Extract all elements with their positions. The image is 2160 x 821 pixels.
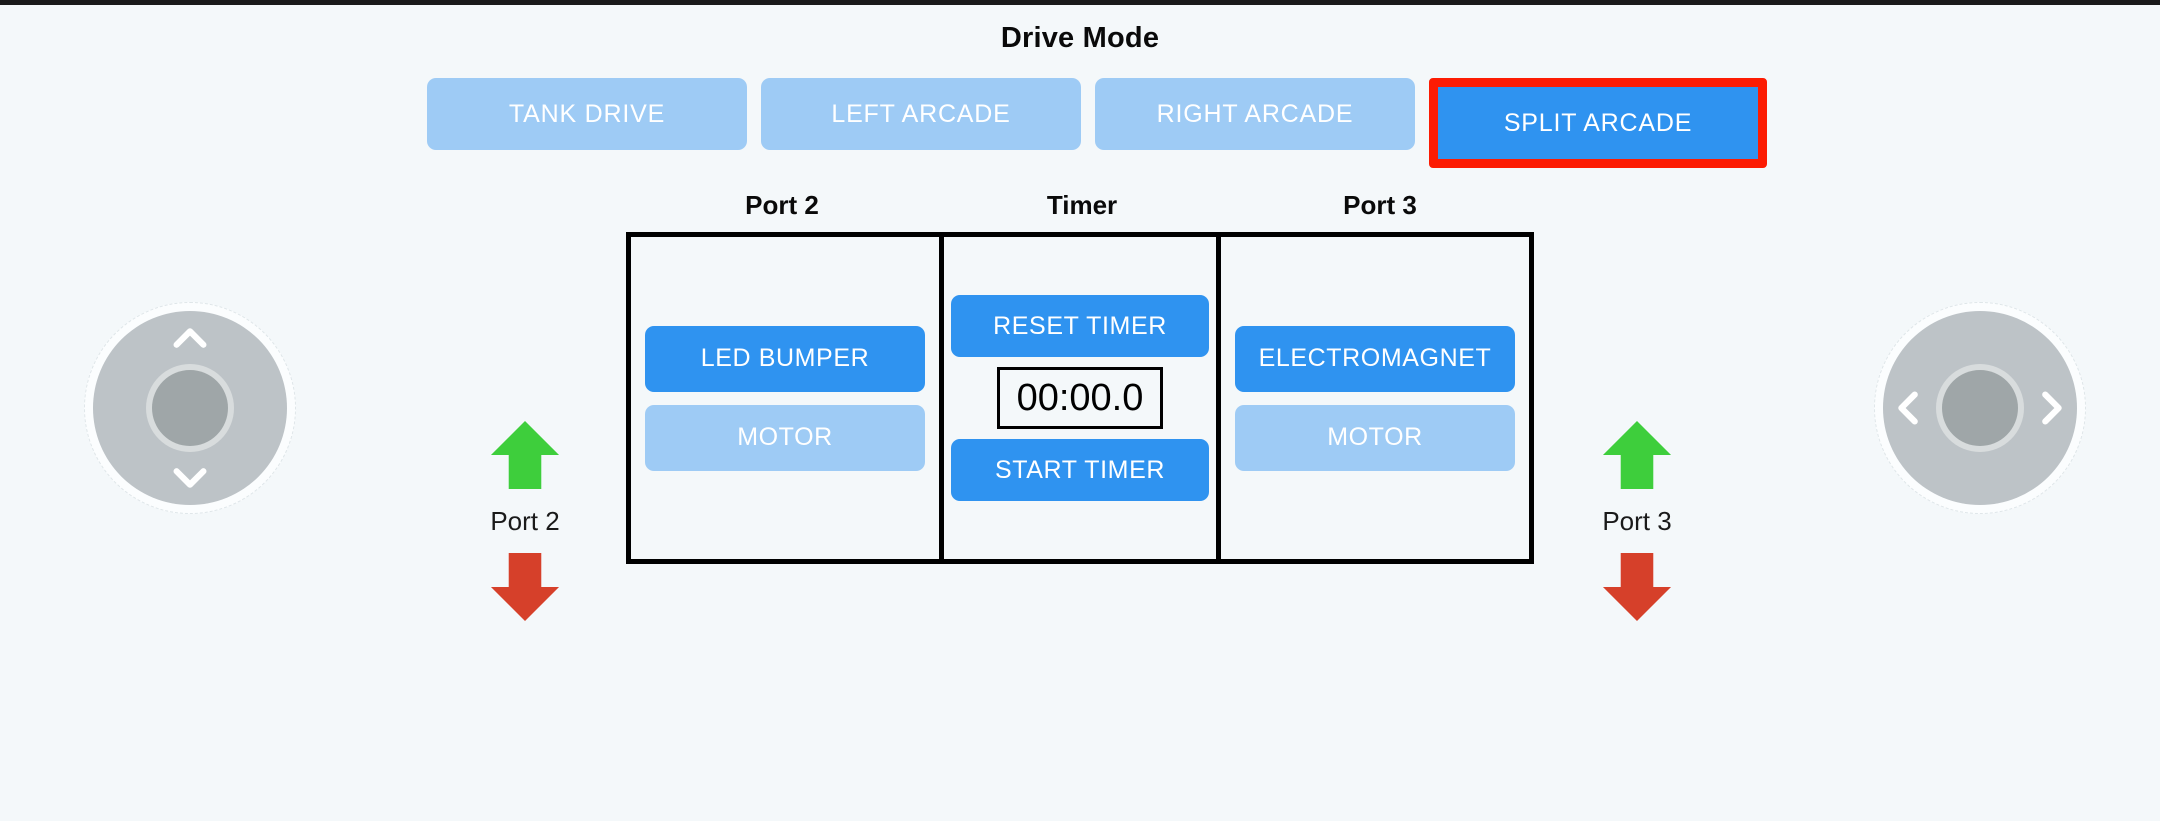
drive-mode-left-arcade-button[interactable]: LEFT ARCADE bbox=[761, 78, 1081, 150]
control-panel: LED BUMPER MOTOR RESET TIMER 00:00.0 STA… bbox=[626, 232, 1534, 564]
right-joystick-knob[interactable] bbox=[1942, 370, 2018, 446]
port2-indicator-label: Port 2 bbox=[490, 506, 560, 536]
up-arrow-icon bbox=[1602, 420, 1672, 490]
up-arrow-icon bbox=[490, 420, 560, 490]
down-arrow-icon bbox=[1602, 552, 1672, 622]
page-title: Drive Mode bbox=[1000, 22, 1160, 54]
port2-column: LED BUMPER MOTOR bbox=[631, 237, 939, 559]
timer-column: RESET TIMER 00:00.0 START TIMER bbox=[939, 237, 1221, 559]
drive-mode-option-wrapper-left-arcade: LEFT ARCADE bbox=[761, 78, 1081, 168]
port3-motor-button[interactable]: MOTOR bbox=[1235, 404, 1515, 471]
port3-electromagnet-button[interactable]: ELECTROMAGNET bbox=[1235, 325, 1515, 392]
port2-direction-indicator: Port 2 bbox=[450, 418, 600, 624]
port3-indicator-label: Port 3 bbox=[1602, 506, 1672, 536]
drive-mode-selection-highlight: SPLIT ARCADE bbox=[1429, 78, 1767, 168]
drive-mode-option-wrapper-tank: TANK DRIVE bbox=[427, 78, 747, 168]
drive-mode-tank-drive-button[interactable]: TANK DRIVE bbox=[427, 78, 747, 150]
down-arrow-icon bbox=[490, 552, 560, 622]
port2-heading: Port 2 bbox=[745, 190, 819, 220]
port2-led-bumper-button[interactable]: LED BUMPER bbox=[645, 325, 925, 392]
drive-mode-button-group: TANK DRIVE LEFT ARCADE RIGHT ARCADE SPLI… bbox=[427, 78, 1767, 168]
left-joystick[interactable] bbox=[84, 302, 296, 514]
left-joystick-knob[interactable] bbox=[152, 370, 228, 446]
drive-mode-right-arcade-button[interactable]: RIGHT ARCADE bbox=[1095, 78, 1415, 150]
drive-mode-option-wrapper-right-arcade: RIGHT ARCADE bbox=[1095, 78, 1415, 168]
port3-direction-indicator: Port 3 bbox=[1562, 418, 1712, 624]
port3-column: ELECTROMAGNET MOTOR bbox=[1221, 237, 1529, 559]
timer-heading: Timer bbox=[1046, 190, 1118, 220]
port2-motor-button[interactable]: MOTOR bbox=[645, 404, 925, 471]
start-timer-button[interactable]: START TIMER bbox=[951, 439, 1209, 501]
timer-display: 00:00.0 bbox=[997, 367, 1163, 429]
drive-mode-split-arcade-button[interactable]: SPLIT ARCADE bbox=[1438, 87, 1758, 159]
reset-timer-button[interactable]: RESET TIMER bbox=[951, 295, 1209, 357]
port3-heading: Port 3 bbox=[1343, 190, 1417, 220]
right-joystick[interactable] bbox=[1874, 302, 2086, 514]
column-headings: Port 2 Timer Port 3 bbox=[626, 190, 1534, 221]
window-top-edge bbox=[0, 0, 2160, 5]
